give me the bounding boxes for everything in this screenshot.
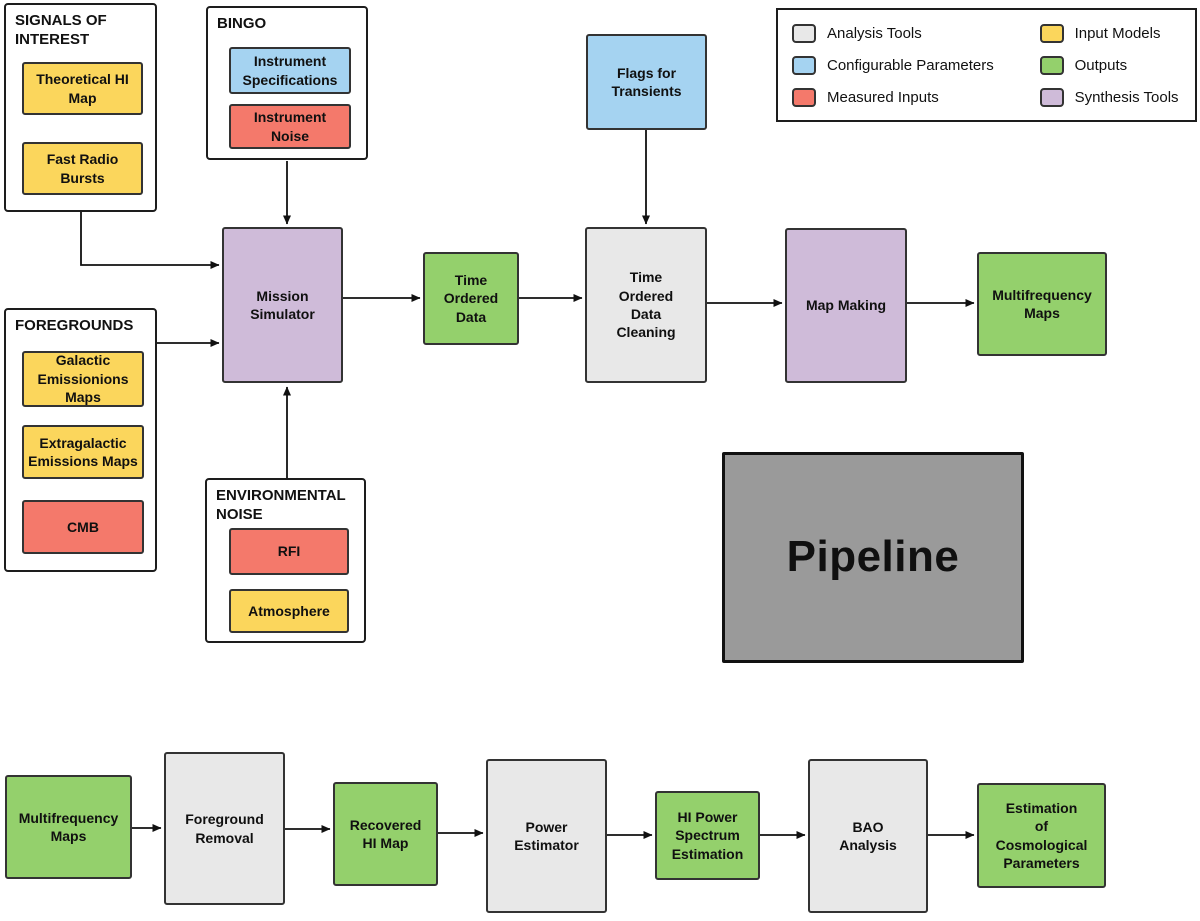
legend-label-synthesis-tools: Synthesis Tools xyxy=(1074,88,1179,106)
legend-label-outputs: Outputs xyxy=(1074,56,1128,74)
node-multifrequency-maps-top: Multifrequency Maps xyxy=(977,252,1107,356)
group-bingo: BINGO Instrument Specifications Instrume… xyxy=(206,6,368,160)
node-flags-for-transients: Flags for Transients xyxy=(586,34,707,130)
node-atmosphere: Atmosphere xyxy=(229,589,349,633)
legend-item-configurable-parameters: Configurable Parameters xyxy=(792,55,1040,75)
measured-inputs-swatch xyxy=(792,87,816,107)
legend: Analysis Tools Configurable Parameters M… xyxy=(776,8,1197,122)
group-signals-of-interest-title: SIGNALS OF INTEREST xyxy=(15,12,107,48)
configurable-parameters-swatch xyxy=(792,55,816,75)
node-bao-analysis: BAO Analysis xyxy=(808,759,928,913)
node-foreground-removal: Foreground Removal xyxy=(164,752,285,905)
node-fast-radio-bursts: Fast Radio Bursts xyxy=(22,142,143,195)
legend-label-analysis-tools: Analysis Tools xyxy=(827,24,922,42)
node-time-ordered-data: Time Ordered Data xyxy=(423,252,519,345)
legend-label-configurable-parameters: Configurable Parameters xyxy=(827,56,994,74)
node-estimation-of-cosmological-parameters: Estimation of Cosmological Parameters xyxy=(977,783,1106,888)
group-foregrounds-title: FOREGROUNDS xyxy=(15,317,134,334)
synthesis-tools-swatch xyxy=(1039,87,1064,107)
legend-item-measured-inputs: Measured Inputs xyxy=(792,87,1040,107)
legend-item-outputs: Outputs xyxy=(1039,55,1185,75)
arrow-signals-to-mission-simulator xyxy=(80,212,220,269)
node-time-ordered-data-cleaning: Time Ordered Data Cleaning xyxy=(585,227,707,383)
node-rfi: RFI xyxy=(229,528,349,575)
node-recovered-hi-map: Recovered HI Map xyxy=(333,782,438,886)
node-extragalactic-emissions-maps: Extragalactic Emissions Maps xyxy=(22,425,144,479)
group-bingo-title: BINGO xyxy=(217,15,267,32)
node-theoretical-hi-map: Theoretical HI Map xyxy=(22,62,143,115)
group-environmental-noise: ENVIRONMENTAL NOISE RFI Atmosphere xyxy=(205,478,366,643)
node-mission-simulator: Mission Simulator xyxy=(222,227,343,383)
legend-item-input-models: Input Models xyxy=(1039,23,1185,43)
group-foregrounds: FOREGROUNDS Galactic Emissionions Maps E… xyxy=(4,308,157,572)
outputs-swatch xyxy=(1039,55,1064,75)
pipeline-title-box: Pipeline xyxy=(722,452,1024,663)
legend-label-measured-inputs: Measured Inputs xyxy=(827,88,939,106)
legend-label-input-models: Input Models xyxy=(1074,24,1161,42)
node-map-making: Map Making xyxy=(785,228,907,383)
node-instrument-specifications: Instrument Specifications xyxy=(229,47,351,94)
analysis-tools-swatch xyxy=(792,23,816,43)
input-models-swatch xyxy=(1039,23,1064,43)
legend-item-synthesis-tools: Synthesis Tools xyxy=(1039,87,1185,107)
group-signals-of-interest: SIGNALS OF INTEREST Theoretical HI Map F… xyxy=(4,3,157,212)
node-multifrequency-maps-bottom: Multifrequency Maps xyxy=(5,775,132,879)
node-galactic-emissions-maps: Galactic Emissionions Maps xyxy=(22,351,144,407)
node-instrument-noise: Instrument Noise xyxy=(229,104,351,149)
node-power-estimator: Power Estimator xyxy=(486,759,607,913)
node-cmb: CMB xyxy=(22,500,144,554)
group-environmental-noise-title: ENVIRONMENTAL NOISE xyxy=(216,487,346,523)
legend-item-analysis-tools: Analysis Tools xyxy=(792,23,1040,43)
node-hi-power-spectrum-estimation: HI Power Spectrum Estimation xyxy=(655,791,760,880)
